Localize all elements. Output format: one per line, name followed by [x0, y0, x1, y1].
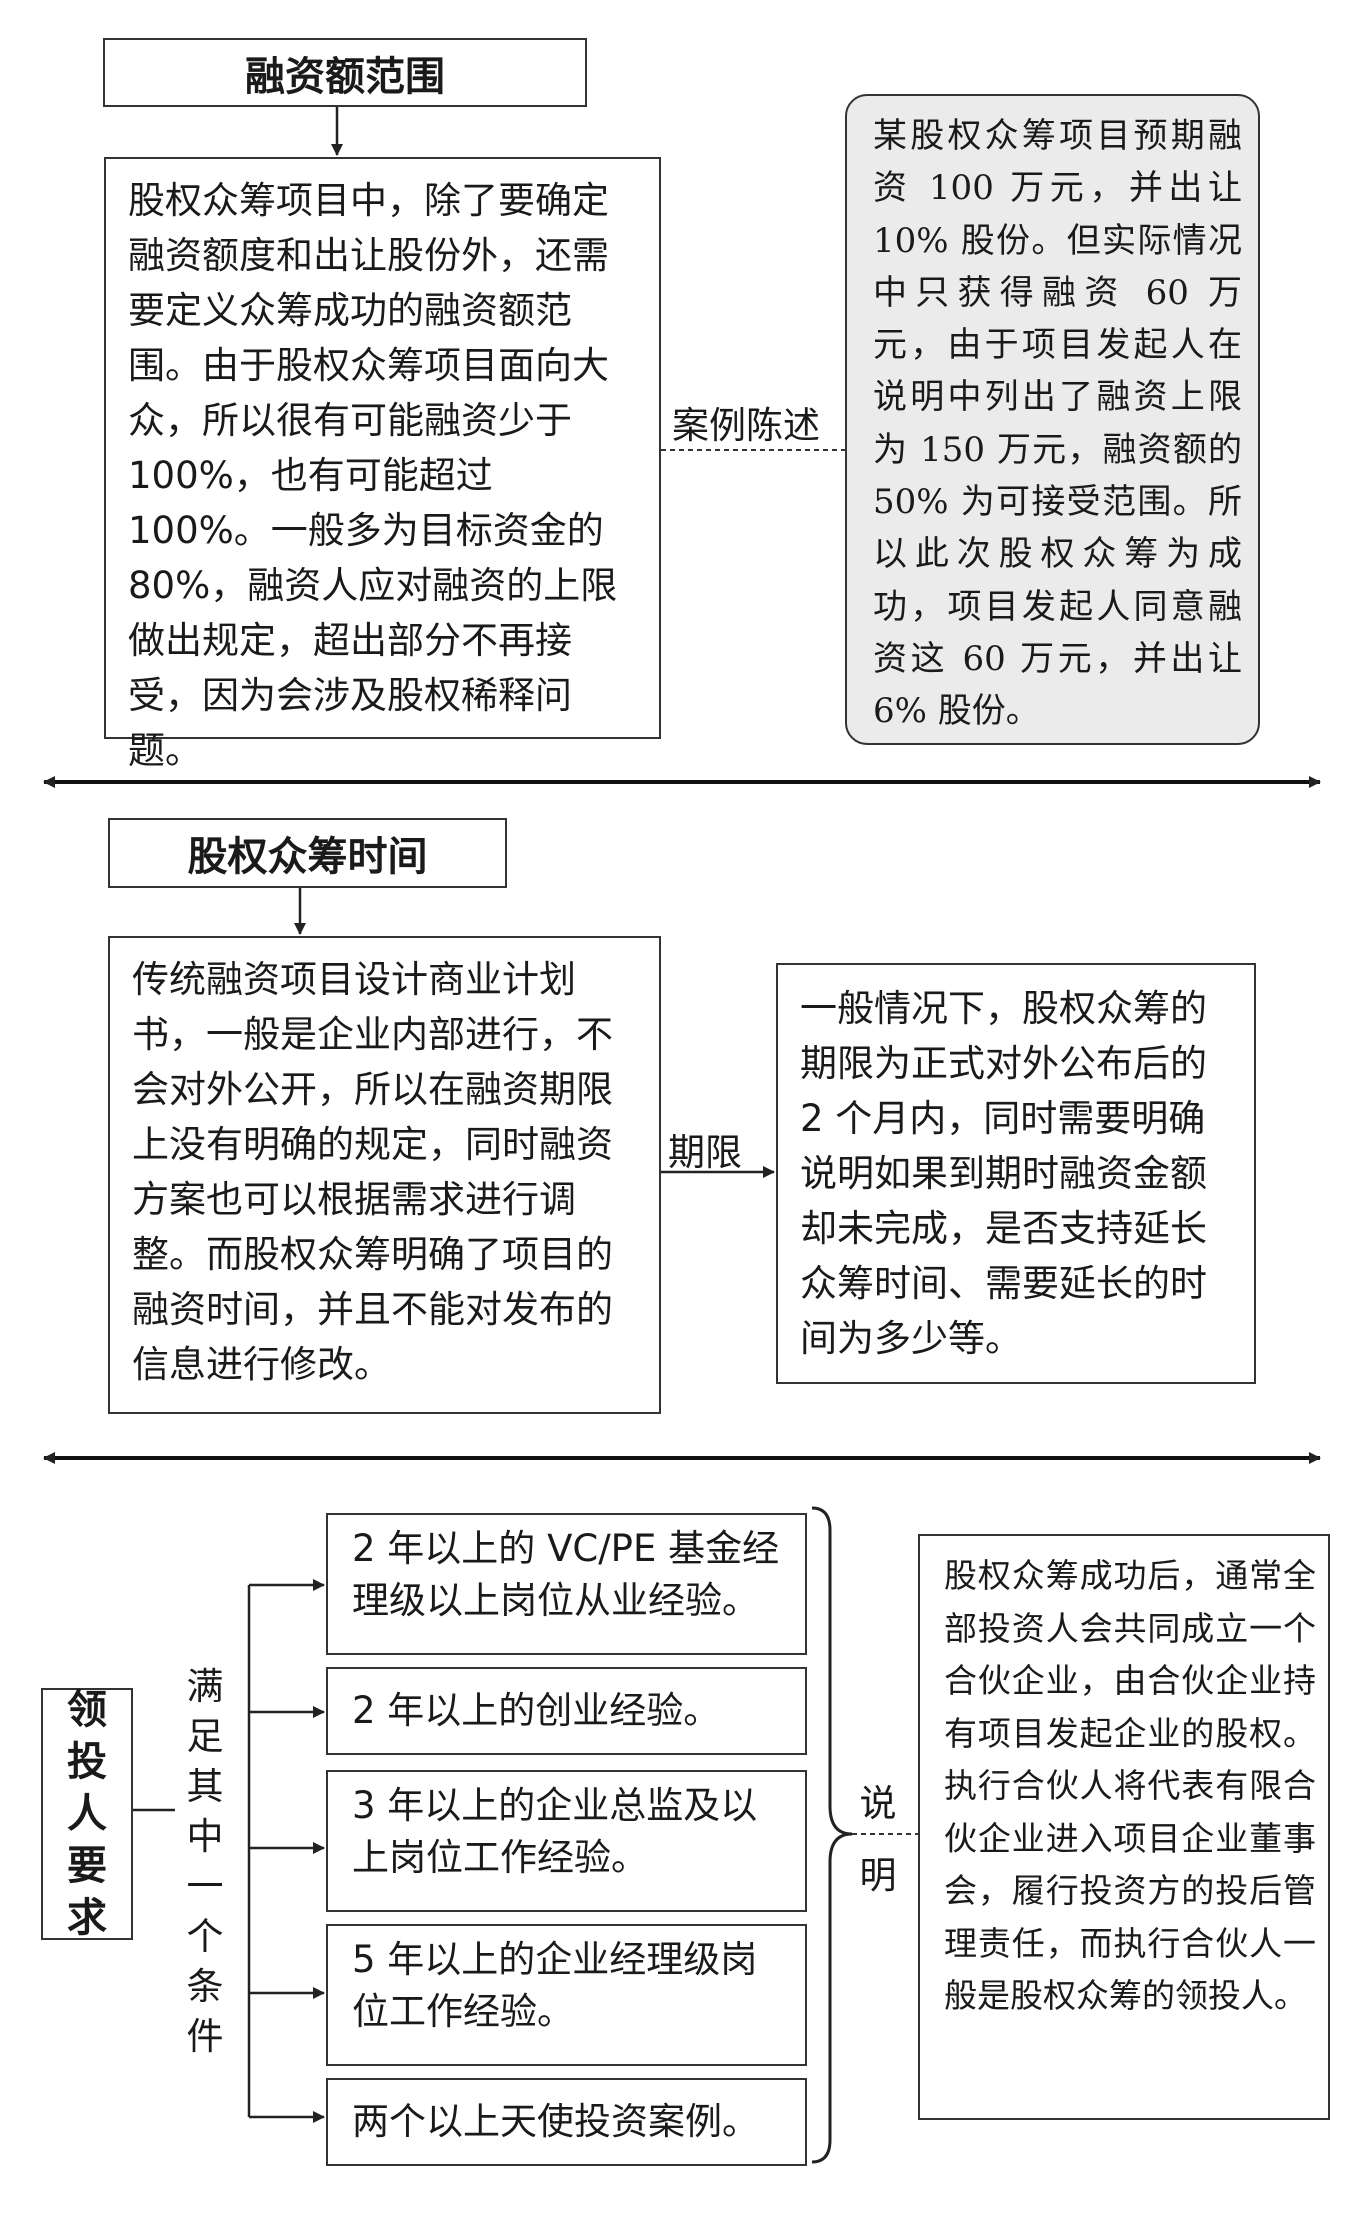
requirement-item: 2 年以上的 VC/PE 基金经理级以上岗位从业经验。 — [326, 1513, 807, 1655]
section2-title: 股权众筹时间 — [108, 818, 507, 888]
requirement-item: 3 年以上的企业总监及以上岗位工作经验。 — [326, 1770, 807, 1912]
case-connector-label: 案例陈述 — [672, 404, 820, 447]
requirement-item: 2 年以上的创业经验。 — [326, 1667, 807, 1755]
crowdfunding-time-description: 传统融资项目设计商业计划书，一般是企业内部进行，不会对外公开，所以在融资期限上没… — [108, 936, 661, 1414]
requirement-item: 5 年以上的企业经理级岗位工作经验。 — [326, 1924, 807, 2066]
lead-investor-title: 领投人要求 — [41, 1687, 133, 1941]
note-label: 说明 — [859, 1782, 897, 1897]
requirements-brace — [811, 1506, 853, 2164]
section2-title-text: 股权众筹时间 — [187, 834, 428, 880]
section1-title-text: 融资额范围 — [245, 53, 445, 100]
lead-investor-title-text: 领投人要求 — [67, 1687, 107, 1941]
deadline-connector-label: 期限 — [668, 1131, 742, 1174]
deadline-detail-box: 一般情况下，股权众筹的期限为正式对外公布后的 2 个月内，同时需要明确说明如果到… — [776, 963, 1256, 1384]
case-description-box: 某股权众筹项目预期融资 100 万元，并出让 10% 股份。但实际情况中只获得融… — [845, 94, 1260, 745]
requirement-item: 两个以上天使投资案例。 — [326, 2078, 807, 2166]
condition-label: 满足其中一个条件 — [186, 1665, 224, 2058]
section1-title: 融资额范围 — [103, 38, 587, 107]
funding-range-description: 股权众筹项目中，除了要确定融资额度和出让股份外，还需要定义众筹成功的融资额范围。… — [104, 157, 661, 772]
lead-investor-note-box: 股权众筹成功后，通常全部投资人会共同成立一个合伙企业，由合伙企业持有项目发起企业… — [918, 1534, 1330, 2120]
